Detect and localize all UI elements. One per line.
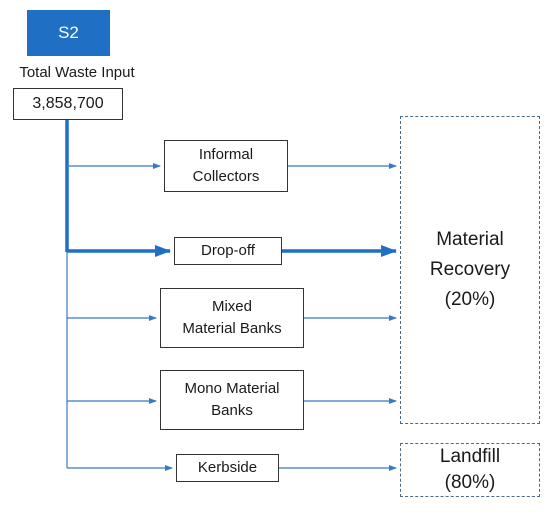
channel-mixed-material-banks: Mixed Material Banks [160,288,304,348]
channel-label-line: Informal [198,146,254,163]
total-input-value: 3,858,700 [32,95,104,112]
channel-label-line: Collectors [192,168,260,185]
total-input-box: 3,858,700 [13,88,123,120]
destination-label-line: (80%) [444,472,496,493]
channel-mono-material-banks: Mono Material Banks [160,370,304,430]
destination-landfill: Landfill (80%) [400,443,540,497]
destination-material-recovery: Material Recovery (20%) [400,116,540,424]
destination-label-line: (20%) [444,289,496,310]
channel-label-line: Mono Material [184,380,280,397]
channel-label-line: Kerbside [197,459,258,476]
channel-kerbside: Kerbside [176,454,279,482]
channel-label-line: Banks [211,402,253,419]
channel-label-line: Material Banks [182,320,282,337]
scenario-badge: S2 [27,10,110,56]
channel-drop-off: Drop-off [174,237,282,265]
channel-informal-collectors: Informal Collectors [164,140,288,192]
channel-label-line: Mixed [211,298,252,315]
destination-label-line: Material [436,229,504,250]
destination-label-line: Landfill [439,446,501,467]
total-input-label: Total Waste Input [19,64,135,81]
channel-label-line: Drop-off [201,242,255,259]
scenario-label: S2 [58,23,79,42]
destination-label-line: Recovery [429,259,511,280]
